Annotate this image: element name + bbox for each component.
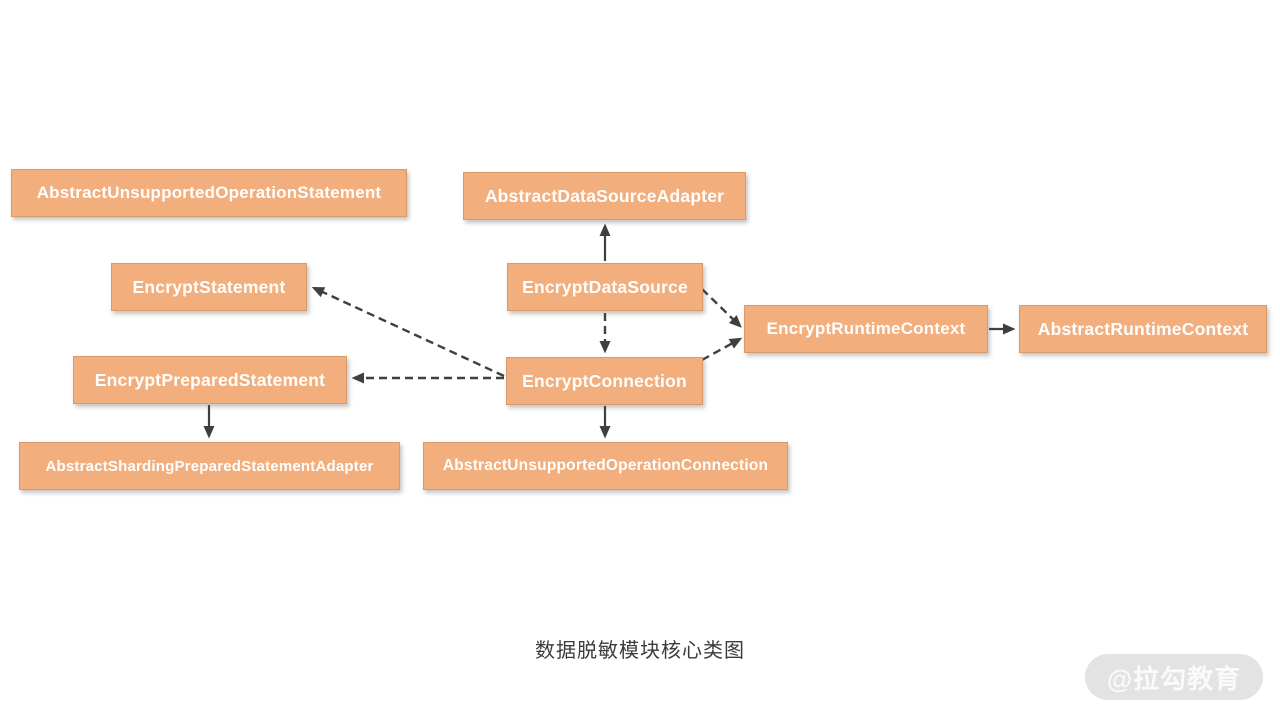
class-node-abstract-unsupported-operation-statement: AbstractUnsupportedOperationStatement (11, 169, 407, 217)
class-node-encrypt-data-source: EncryptDataSource (507, 263, 703, 311)
edge-encryptdatasource-to-encryptruntimecontext (701, 288, 742, 328)
watermark-badge: @拉勾教育 (1085, 654, 1263, 700)
class-node-encrypt-statement: EncryptStatement (111, 263, 307, 311)
class-node-encrypt-runtime-context: EncryptRuntimeContext (744, 305, 988, 353)
class-node-abstract-runtime-context: AbstractRuntimeContext (1019, 305, 1267, 353)
watermark-text: @拉勾教育 (1106, 663, 1242, 694)
class-node-encrypt-prepared-statement: EncryptPreparedStatement (73, 356, 347, 404)
class-node-abstract-sharding-prepared-statement-adapter: AbstractShardingPreparedStatementAdapter (19, 442, 400, 490)
class-node-abstract-unsupported-operation-connection: AbstractUnsupportedOperationConnection (423, 442, 788, 490)
class-node-encrypt-connection: EncryptConnection (506, 357, 703, 405)
diagram-caption: 数据脱敏模块核心类图 (535, 640, 745, 662)
edge-encryptconnection-to-encryptruntimecontext (701, 337, 743, 362)
class-node-abstract-data-source-adapter: AbstractDataSourceAdapter (463, 172, 746, 220)
